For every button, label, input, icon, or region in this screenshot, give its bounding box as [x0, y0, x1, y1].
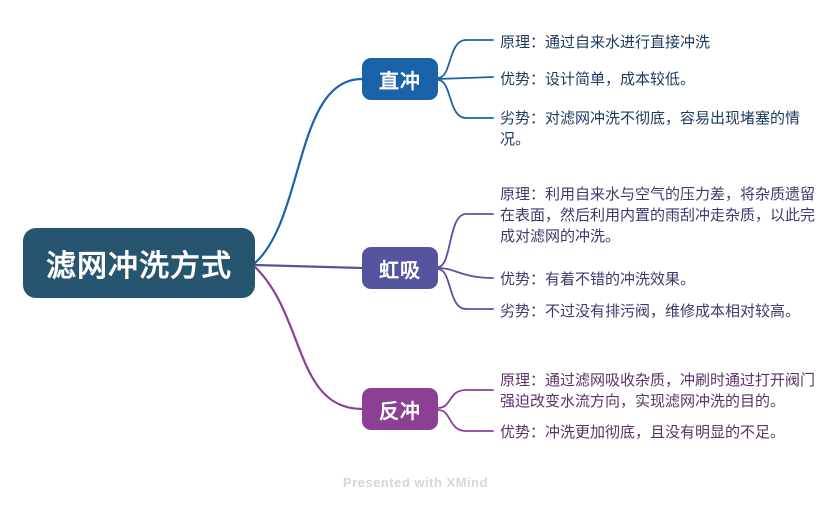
leaf-topic-principle[interactable]: 原理：通过自来水进行直接冲洗 — [500, 34, 711, 51]
connector-branch2-leaf3 — [437, 268, 494, 310]
branch-topic-hongxi[interactable]: 虹吸 — [362, 247, 438, 289]
connector-root-branch3 — [253, 265, 364, 411]
connector-root-branch1 — [253, 77, 364, 265]
connector-branch2-leaf2 — [437, 267, 494, 279]
leaf-topic-principle[interactable]: 原理：利用自来水与空气的压力差，将杂质遗留在表面，然后利用内置的雨刮冲走杂质，以… — [500, 186, 816, 245]
branch-topic-label: 虹吸 — [379, 259, 421, 282]
connector-branch3-leaf1 — [437, 389, 494, 409]
branch-topic-fanchong[interactable]: 反冲 — [362, 388, 438, 430]
root-topic-label: 滤网冲洗方式 — [46, 250, 232, 283]
branch-topic-zhichong[interactable]: 直冲 — [362, 58, 438, 100]
connector-root-branch2 — [253, 263, 364, 270]
leaf-topic-principle[interactable]: 原理：通过滤网吸收杂质，冲刷时通过打开阀门强迫改变水流方向，实现滤网冲洗的目的。 — [500, 372, 816, 410]
leaf-topic-advantage[interactable]: 优势：冲洗更加彻底，且没有明显的不足。 — [500, 424, 786, 441]
connector-branch1-leaf1 — [437, 39, 494, 79]
branch-topic-label: 反冲 — [379, 400, 421, 423]
connector-branch1-leaf2 — [437, 76, 494, 80]
xmind-watermark: Presented with XMind — [342, 475, 489, 490]
root-topic[interactable]: 滤网冲洗方式 — [23, 228, 255, 298]
branch-topic-label: 直冲 — [379, 70, 421, 93]
connector-branch1-leaf3 — [437, 79, 494, 119]
connector-branch3-leaf2 — [437, 409, 494, 432]
leaf-topic-disadvantage[interactable]: 劣势：对滤网冲洗不彻底，容易出现堵塞的情况。 — [500, 110, 801, 148]
leaf-topic-advantage[interactable]: 优势：有着不错的冲洗效果。 — [500, 271, 696, 288]
leaf-topic-disadvantage[interactable]: 劣势：不过没有排污阀，维修成本相对较高。 — [500, 303, 801, 320]
leaf-topic-advantage[interactable]: 优势：设计简单，成本较低。 — [500, 71, 696, 88]
connector-branch2-leaf1 — [437, 213, 494, 268]
